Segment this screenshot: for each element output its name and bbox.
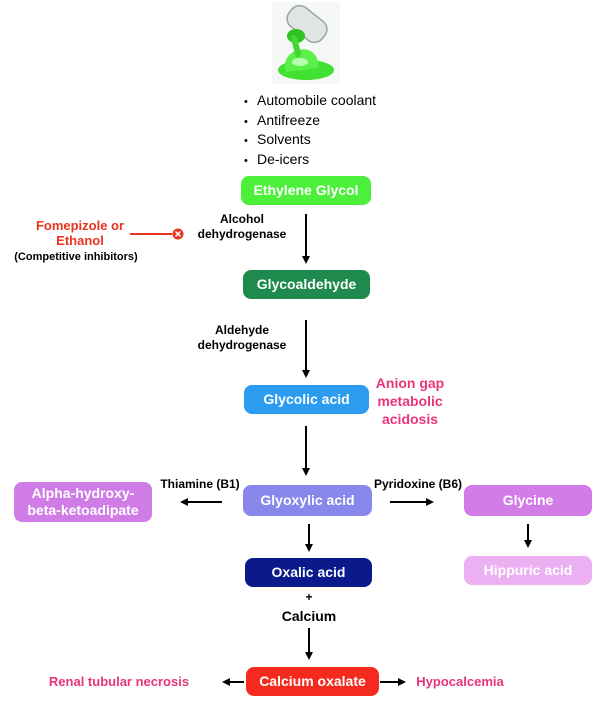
glycolic-acid-box: Glycolic acid — [244, 385, 369, 414]
inhibitor-note: (Competitive inhibitors) — [14, 251, 138, 263]
aldehyde-dehydrogenase-label: Aldehyde dehydrogenase — [197, 323, 287, 352]
glycoaldehyde-box: Glycoaldehyde — [243, 270, 370, 299]
thiamine-label: Thiamine (B1) — [160, 477, 240, 491]
anion-gap-acidosis-label: Anion gap metabolic acidosis — [375, 375, 445, 427]
calcium-oxalate-box: Calcium oxalate — [246, 667, 379, 696]
plus-sign: + — [305, 590, 313, 604]
ethylene-glycol-uses-list: Automobile coolant Antifreeze Solvents D… — [244, 92, 376, 170]
renal-tubular-necrosis-label: Renal tubular necrosis — [48, 674, 190, 689]
alpha-hydroxy-beta-ketoadipate-box: Alpha-hydroxy- beta-ketoadipate — [14, 482, 152, 522]
list-item: Solvents — [244, 131, 376, 151]
glyoxylic-acid-box: Glyoxylic acid — [243, 485, 372, 516]
list-item: Antifreeze — [244, 112, 376, 132]
inhibit-icon — [172, 228, 184, 240]
list-item: De-icers — [244, 151, 376, 171]
list-item: Automobile coolant — [244, 92, 376, 112]
alcohol-dehydrogenase-label: Alcohol dehydrogenase — [197, 212, 287, 241]
ethylene-glycol-box: Ethylene Glycol — [241, 176, 371, 205]
glycine-box: Glycine — [464, 485, 592, 516]
calcium-label: Calcium — [281, 608, 337, 624]
oxalic-acid-box: Oxalic acid — [245, 558, 372, 587]
green-liquid-pouring-from-bottle-icon — [272, 2, 340, 84]
hippuric-acid-box: Hippuric acid — [464, 556, 592, 585]
inhibitor-name: Fomepizole or Ethanol — [35, 218, 125, 248]
hypocalcemia-label: Hypocalcemia — [416, 674, 504, 689]
pyridoxine-label: Pyridoxine (B6) — [373, 477, 463, 491]
